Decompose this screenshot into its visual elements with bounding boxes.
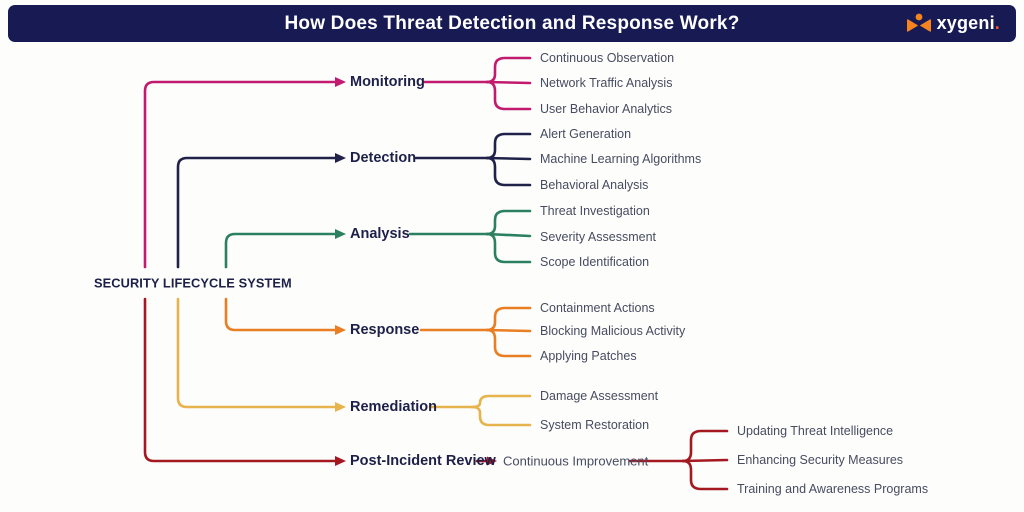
leaf-label: Blocking Malicious Activity: [540, 324, 686, 338]
leaf-label: User Behavior Analytics: [540, 102, 673, 116]
leaf-label: Severity Assessment: [540, 230, 657, 244]
logo-text: xygeni.: [936, 13, 1000, 33]
header-bar: How Does Threat Detection and Response W…: [8, 5, 1016, 42]
leaf-label: Machine Learning Algorithms: [540, 152, 702, 166]
leaf-label: Continuous Observation: [540, 51, 675, 65]
leaf-label: Training and Awareness Programs: [737, 482, 929, 496]
page-title: How Does Threat Detection and Response W…: [284, 12, 740, 34]
leaf-label: Enhancing Security Measures: [737, 453, 904, 467]
branch-label-detection: Detection: [350, 150, 417, 166]
leaf-label: Damage Assessment: [540, 389, 659, 403]
branch-label-analysis: Analysis: [350, 226, 410, 242]
leaf-label: Containment Actions: [540, 301, 655, 315]
leaf-label: Threat Investigation: [540, 204, 650, 218]
leaf-label: Network Traffic Analysis: [540, 76, 673, 90]
leaf-label: Alert Generation: [540, 127, 632, 141]
xygeni-logo: xygeni.: [906, 5, 1000, 42]
branch-label-monitoring: Monitoring: [350, 74, 425, 90]
branch-label-post-incident-review: Post-Incident Review: [350, 453, 496, 469]
leaf-label: System Restoration: [540, 418, 650, 432]
leaf-label: Scope Identification: [540, 255, 650, 269]
xygeni-bowtie-icon: [906, 12, 932, 36]
leaf-label: Applying Patches: [540, 349, 637, 363]
leaf-label: Updating Threat Intelligence: [737, 424, 894, 438]
branch-label-remediation: Remediation: [350, 399, 438, 415]
sub-node-continuous-improvement: Continuous Improvement: [503, 453, 649, 469]
branch-label-response: Response: [350, 322, 420, 338]
root-node-label: SECURITY LIFECYCLE SYSTEM: [94, 275, 292, 291]
logo-dot: .: [994, 13, 1000, 33]
leaf-label: Behavioral Analysis: [540, 178, 649, 192]
